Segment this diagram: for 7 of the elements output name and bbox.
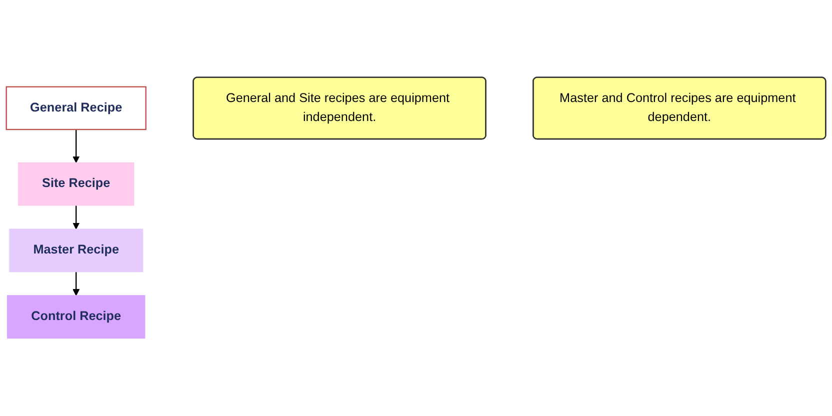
node-box: Master Recipe — [9, 228, 144, 272]
node-box: General Recipe — [6, 86, 146, 130]
node-box: Control Recipe — [7, 295, 146, 339]
arrow — [72, 206, 80, 230]
node-box: Site Recipe — [18, 162, 134, 206]
arrow — [72, 130, 80, 164]
arrow — [72, 272, 80, 296]
